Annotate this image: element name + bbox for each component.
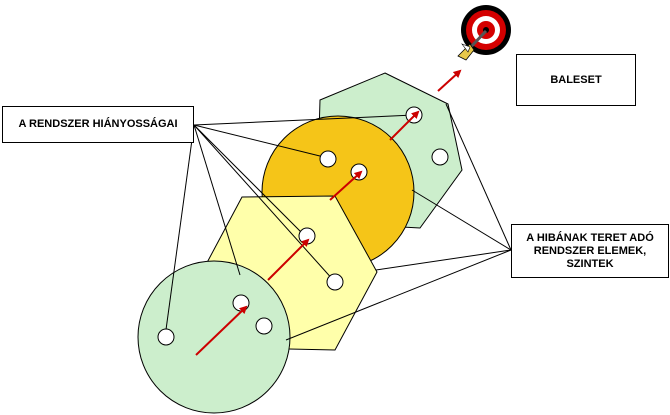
hole [232, 294, 250, 312]
trajectory-arrow [329, 170, 363, 201]
error-enabling-line-1: A HIBÁNAK TERET ADÓ [526, 231, 654, 244]
trajectory-arrows [195, 69, 462, 356]
error-enabling-line-3: SZINTEK [566, 257, 614, 270]
dartboard-target-icon [457, 5, 511, 61]
hole [157, 328, 175, 346]
error-enabling-line-2: RENDSZER ELEMEK, [533, 244, 647, 257]
hole [431, 148, 449, 166]
hole [326, 273, 344, 291]
trajectory-arrow [437, 69, 462, 92]
accident-label: BALESET [516, 54, 636, 106]
element-lines [285, 103, 512, 341]
system-deficiencies-label: A RENDSZER HIÁNYOSSÁGAI [2, 106, 194, 143]
trajectory-arrow [267, 238, 310, 281]
trajectory-arrow [389, 110, 420, 141]
dart-icon [457, 29, 488, 61]
trajectory-arrow [195, 305, 248, 356]
deficiency-lines [164, 114, 415, 338]
hole [319, 150, 337, 168]
error-enabling-elements-label: A HIBÁNAK TERET ADÓ RENDSZER ELEMEK, SZI… [511, 224, 669, 278]
hole [255, 317, 273, 335]
